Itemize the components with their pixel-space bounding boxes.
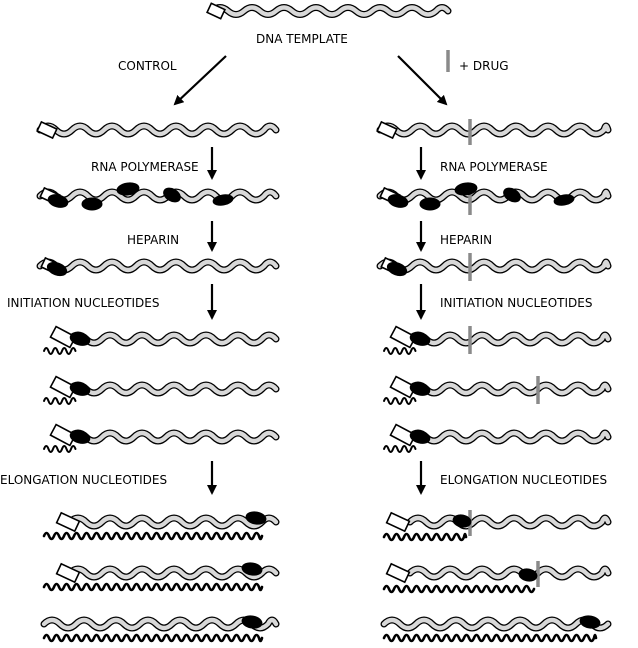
dna-strand — [377, 123, 611, 137]
rna-transcript-icon — [382, 532, 468, 542]
rna-polymerase-icon — [409, 430, 431, 444]
promoter-box-icon — [55, 562, 81, 584]
dna-strand — [37, 259, 279, 273]
rna-polymerase-icon — [47, 194, 69, 208]
dna-strand — [67, 332, 279, 346]
polymerases — [46, 182, 601, 629]
rna-transcript-icon — [383, 445, 417, 453]
dna-strand — [407, 566, 611, 580]
rna-polymerase-icon — [69, 332, 91, 346]
dna-strand — [407, 430, 611, 444]
step-arrow — [397, 55, 448, 106]
control-label: CONTROL — [118, 59, 177, 73]
rna-polymerase-icon — [212, 194, 234, 206]
rna-transcript-icon — [382, 584, 536, 594]
rna-polymerase-icon — [69, 430, 91, 444]
step-label-initiation-right: INITIATION NUCLEOTIDES — [440, 296, 592, 310]
dna-strand — [37, 189, 279, 203]
step-label-heparin-right: HEPARIN — [440, 233, 492, 247]
rna-transcript-icon — [42, 582, 264, 592]
drug-label: + DRUG — [459, 59, 509, 73]
dna-strand — [37, 123, 279, 137]
step-arrow — [173, 55, 227, 106]
rna-polymerase-icon — [518, 568, 538, 582]
promoter-box-icon — [385, 511, 411, 533]
rna-polymerase-icon — [454, 182, 478, 196]
rna-transcript-icon — [383, 347, 417, 355]
rna-polymerase-icon — [163, 187, 181, 203]
dna-strand — [209, 5, 451, 17]
rna-polymerase-icon — [503, 187, 521, 203]
rna-polymerase-icon — [241, 562, 263, 576]
step-label-elongation-right: ELONGATION NUCLEOTIDES — [440, 473, 607, 487]
promoter-box-icon — [376, 120, 398, 140]
rna-polymerase-icon — [387, 194, 409, 208]
dna-strand — [407, 332, 611, 346]
step-label-elongation-left: ELONGATION NUCLEOTIDES — [0, 473, 167, 487]
rna-transcripts — [42, 347, 598, 643]
rna-polymerase-icon — [116, 182, 140, 196]
rna-polymerase-icon — [81, 197, 103, 211]
rna-transcript-icon — [383, 397, 417, 405]
rna-polymerase-icon — [245, 511, 267, 525]
step-label-rna-polymerase-right: RNA POLYMERASE — [440, 160, 548, 174]
step-label-rna-polymerase-left: RNA POLYMERASE — [91, 160, 199, 174]
dna-strand — [67, 515, 279, 529]
rna-polymerase-icon — [409, 332, 431, 346]
rna-transcript-icon — [382, 633, 598, 643]
rna-polymerase-icon — [452, 514, 472, 528]
promoter-box-icon — [385, 562, 411, 584]
dna-strand — [381, 617, 611, 631]
dna-strand — [67, 382, 279, 396]
rna-polymerase-icon — [46, 261, 68, 277]
step-label-initiation-left: INITIATION NUCLEOTIDES — [7, 296, 159, 310]
dna-strand — [377, 259, 611, 273]
rna-polymerase-icon — [419, 197, 441, 211]
promoter-box-icon — [36, 120, 58, 140]
rna-polymerase-icon — [241, 615, 263, 629]
rna-polymerase-icon — [553, 194, 575, 206]
promoters — [36, 2, 417, 584]
promoter-box-icon — [206, 2, 226, 20]
rna-polymerase-icon — [386, 261, 408, 277]
promoter-box-icon — [55, 511, 81, 533]
dna-strand — [377, 189, 611, 203]
arrows — [173, 55, 448, 495]
step-label-heparin-left: HEPARIN — [127, 233, 179, 247]
rna-transcript-icon — [43, 445, 77, 453]
rna-transcript-icon — [42, 531, 264, 541]
rna-polymerase-icon — [69, 382, 91, 396]
rna-transcript-icon — [42, 633, 264, 643]
rna-transcript-icon — [43, 397, 77, 405]
dna-strand — [67, 430, 279, 444]
dna-template-label: DNA TEMPLATE — [256, 32, 348, 46]
rna-polymerase-icon — [579, 615, 601, 629]
rna-transcript-icon — [43, 347, 77, 355]
rna-polymerase-icon — [409, 382, 431, 396]
dna-strand — [407, 515, 611, 529]
dna-strand — [407, 382, 611, 396]
